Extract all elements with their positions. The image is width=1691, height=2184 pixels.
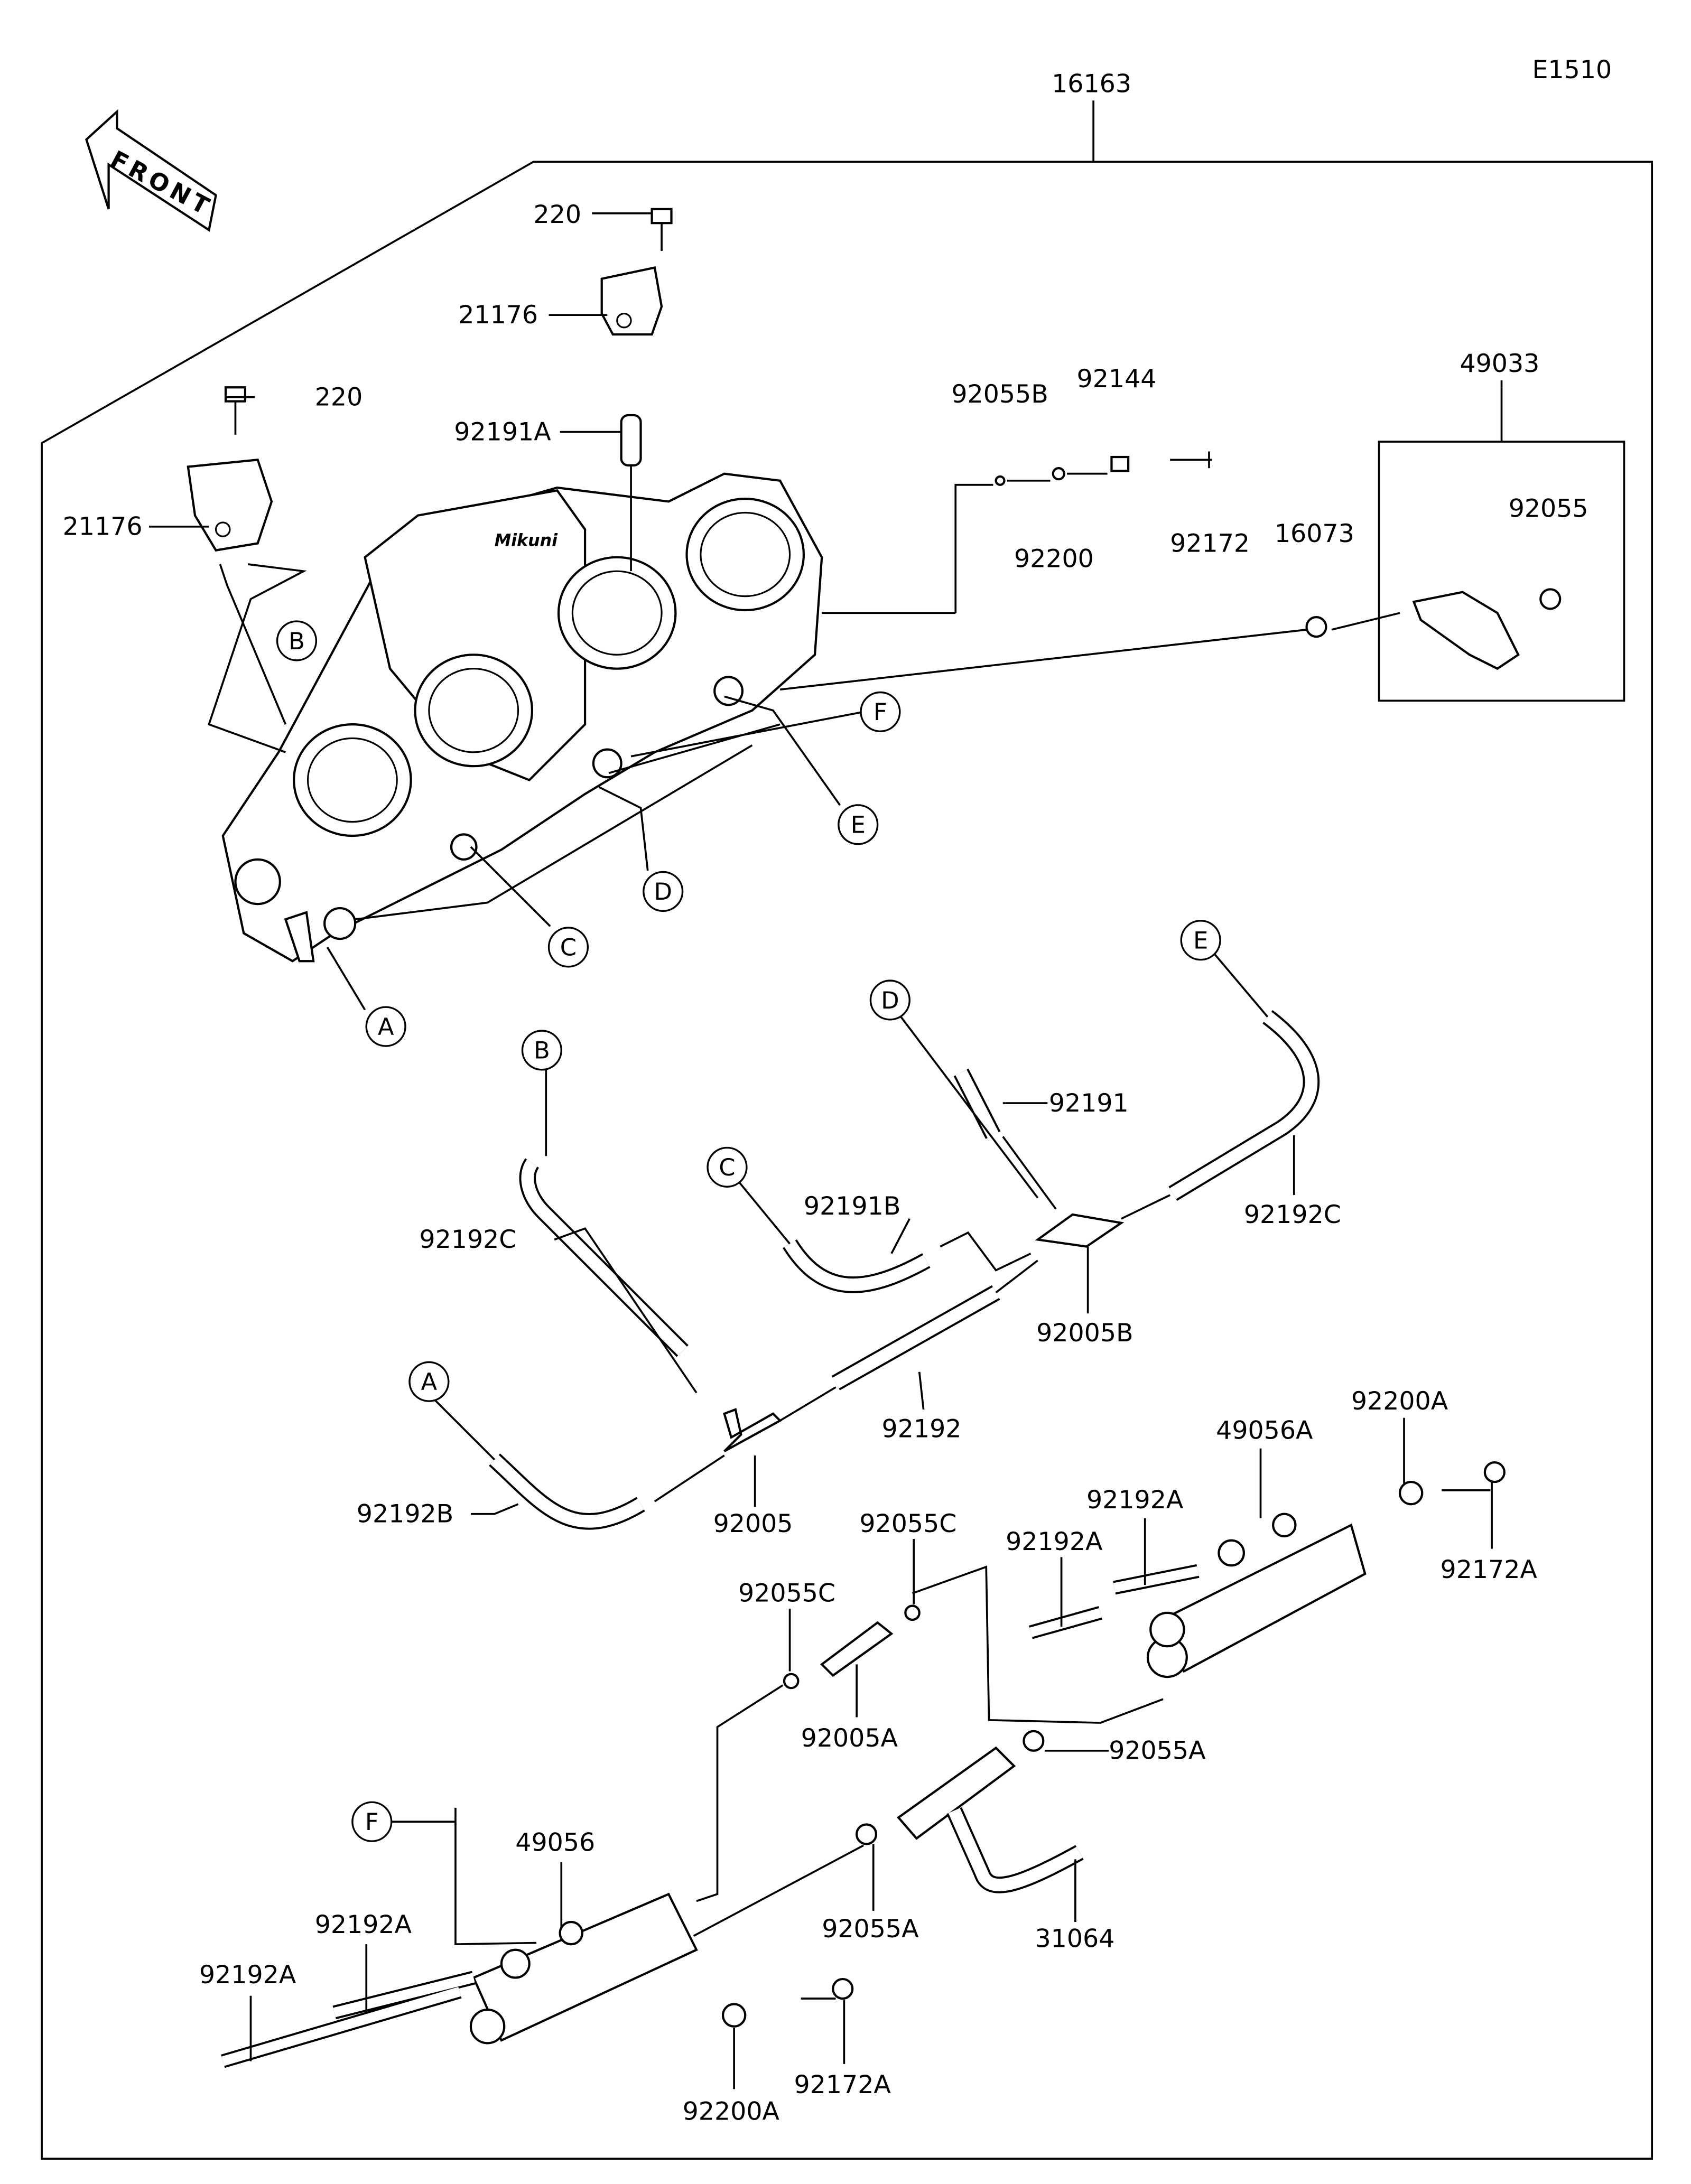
svg-text:C: C: [719, 1153, 735, 1181]
part-label: 92172A: [1441, 1555, 1538, 1584]
marker-C: C: [547, 927, 589, 968]
marker-C-hose: C: [707, 1146, 748, 1188]
part-label: 49056A: [1216, 1416, 1313, 1445]
part-label: 92192B: [357, 1499, 453, 1528]
part-label: 92200A: [1351, 1387, 1448, 1416]
hose-network: [489, 1010, 1320, 1530]
marker-B-hose: B: [521, 1030, 562, 1071]
part-label: 92055: [1509, 494, 1588, 523]
sensor-kit-box: [1378, 387, 1625, 702]
part-label: 49033: [1460, 349, 1539, 378]
part-label: 16163: [1052, 69, 1131, 98]
marker-E-hose: E: [1180, 920, 1221, 961]
leader-lines: [149, 212, 1503, 1011]
part-label: 92192A: [1086, 1486, 1184, 1515]
front-arrow-icon: FRONT: [85, 109, 217, 232]
part-label: 92144: [1077, 365, 1157, 394]
part-label: 21176: [63, 512, 143, 542]
fuel-rail-49056: [221, 1684, 865, 2068]
svg-text:F: F: [365, 1808, 379, 1836]
part-label: 92005A: [801, 1724, 898, 1753]
fuel-rail-49056A: [912, 1461, 1506, 1724]
svg-text:B: B: [289, 627, 305, 655]
marker-B: B: [276, 620, 318, 661]
throttle-body-logo: Mikuni: [495, 531, 558, 550]
part-label: 92055A: [822, 1915, 919, 1944]
throttle-body-assembly: Mikuni: [221, 472, 823, 963]
marker-A: A: [365, 1006, 406, 1047]
part-label: 92055C: [859, 1509, 956, 1538]
marker-F-rail: F: [351, 1801, 393, 1842]
svg-text:A: A: [378, 1013, 394, 1041]
svg-text:C: C: [560, 934, 577, 962]
part-labels: 16163 220 21176 92191A 220 21176 92055B …: [63, 69, 1588, 2126]
part-label: 21176: [458, 301, 538, 330]
part-label: 92172A: [794, 2070, 891, 2099]
part-label: 92005: [713, 1509, 793, 1538]
part-label: 49056: [515, 1828, 595, 1858]
part-label: 92192: [882, 1415, 962, 1444]
screw-parts-top: [954, 451, 1212, 613]
connection-markers: A B C D E F B C D E A F: [276, 620, 1221, 1842]
part-label: 92191: [1049, 1089, 1129, 1118]
svg-text:E: E: [1193, 927, 1208, 955]
diagram-code: E1510: [1532, 55, 1612, 85]
svg-text:F: F: [874, 698, 887, 726]
marker-E: E: [838, 804, 879, 845]
part-label: 92191A: [454, 417, 551, 446]
part-label: 31064: [1035, 1924, 1114, 1953]
part-label: 92200A: [683, 2097, 780, 2126]
part-label: 220: [534, 200, 582, 229]
part-label: 92192C: [1244, 1200, 1341, 1229]
sensor-49033: [1305, 588, 1562, 670]
marker-D: D: [643, 871, 684, 912]
svg-text:D: D: [654, 878, 672, 906]
svg-text:D: D: [881, 986, 899, 1014]
part-label: 92055C: [738, 1579, 835, 1608]
part-label: 92200: [1014, 544, 1094, 573]
assembly-frame: [41, 100, 1653, 2160]
part-label: 92192A: [315, 1910, 412, 1939]
svg-text:B: B: [534, 1037, 550, 1065]
part-label: 92055A: [1109, 1737, 1206, 1766]
part-label: 16073: [1275, 519, 1354, 548]
sensor-21176-top: [600, 208, 673, 572]
marker-D-hose: D: [869, 979, 910, 1021]
sensor-21176-left: [187, 386, 307, 753]
small-parts-bottom: [783, 1604, 1084, 1893]
leader-lines-lower: [249, 953, 1493, 2089]
part-label: 92172: [1170, 529, 1250, 558]
part-label: 92191B: [804, 1192, 900, 1221]
part-label: 92005B: [1036, 1319, 1133, 1348]
marker-F: F: [860, 691, 901, 733]
marker-A-hose: A: [408, 1361, 450, 1402]
part-label: 92192C: [419, 1225, 516, 1254]
part-label: 92055B: [951, 380, 1048, 409]
svg-text:A: A: [421, 1368, 438, 1396]
front-label: FRONT: [106, 145, 217, 222]
part-label: 92192A: [199, 1961, 296, 1990]
svg-text:E: E: [851, 811, 866, 839]
part-label: 220: [315, 382, 363, 412]
part-label: 92192A: [1006, 1527, 1103, 1556]
